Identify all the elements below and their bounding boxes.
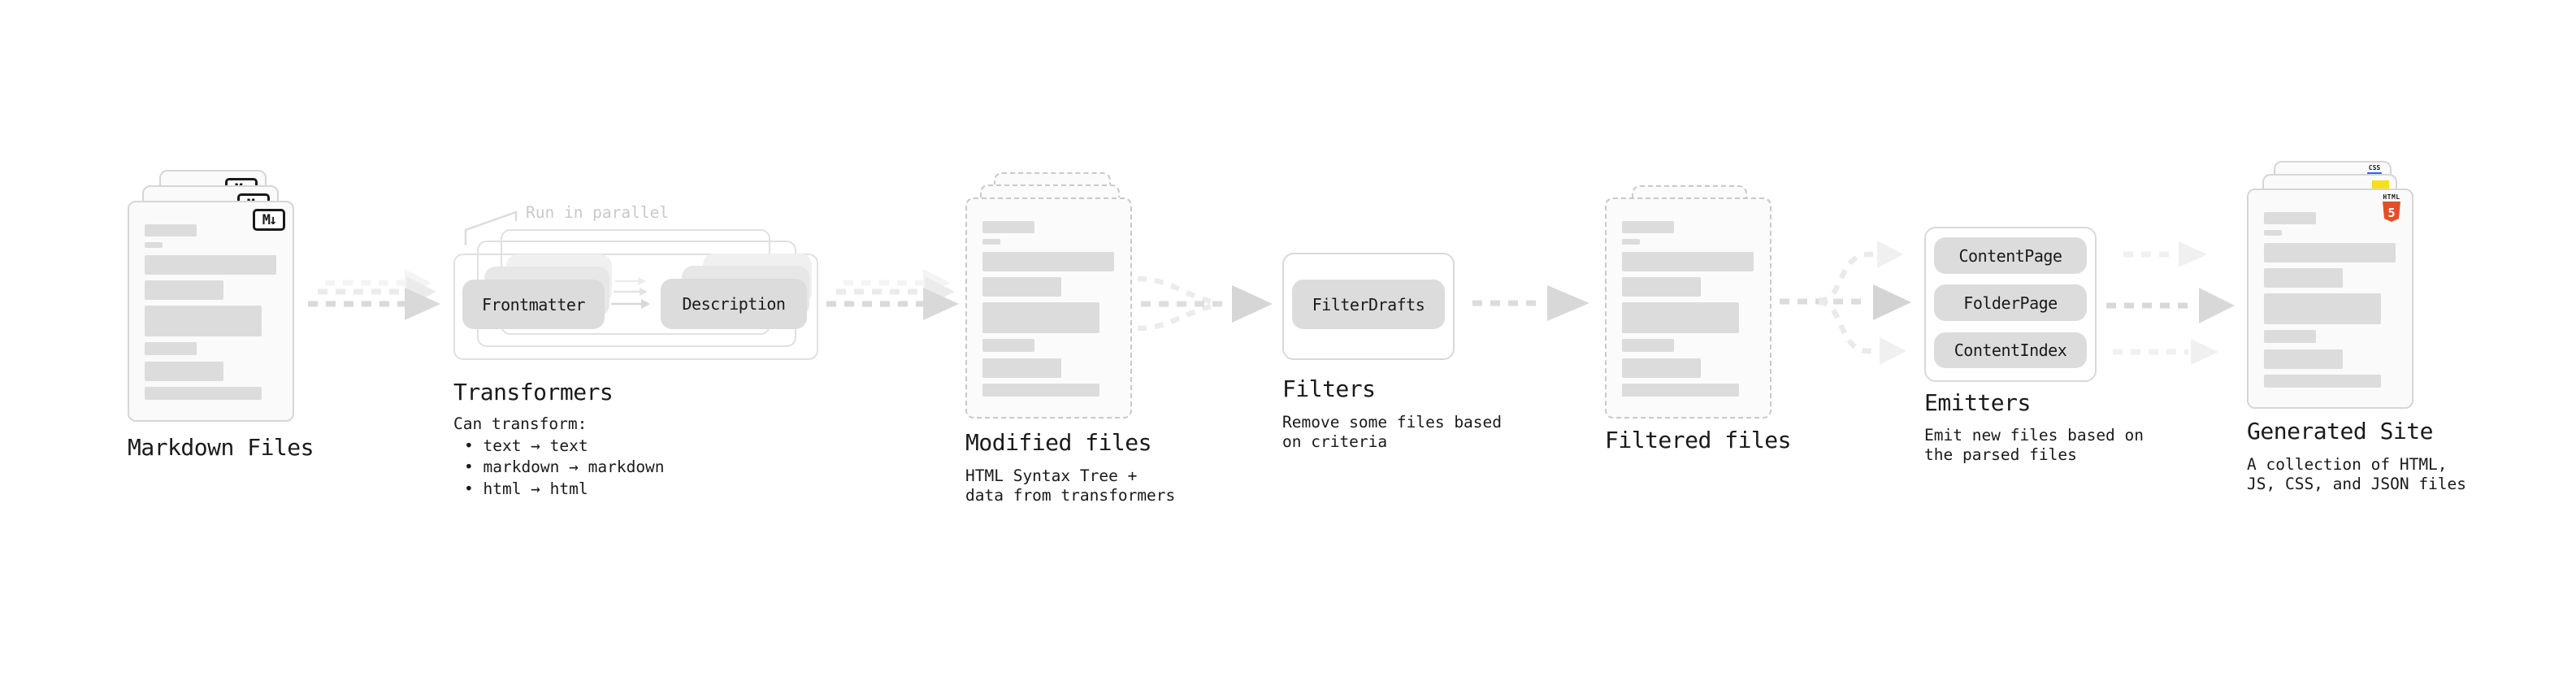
markdown-files-title: Markdown Files (128, 434, 314, 461)
placeholder-bar (982, 239, 1000, 245)
placeholder-bar (982, 252, 1114, 271)
placeholder-bar (982, 384, 1099, 397)
transformer-frame (453, 254, 818, 360)
placeholder-bar (982, 277, 1061, 297)
desc-line: Can transform: (453, 414, 588, 433)
bullet-line: • text → text (464, 436, 588, 455)
desc-line: Remove some files based (1282, 413, 1503, 432)
arrow-modified-to-filters (1137, 275, 1273, 332)
placeholder-bar (145, 342, 197, 355)
placeholder-bar (145, 242, 163, 248)
modified-file-card (965, 197, 1132, 419)
arrow-markdown-to-transformers (308, 269, 440, 320)
filtered-files-title: Filtered files (1605, 427, 1792, 453)
js-icon (2372, 180, 2389, 189)
generated-site-description: A collection of HTML, JS, CSS, and JSON … (2247, 455, 2466, 494)
html5-icon: HTML 5 (2383, 193, 2400, 222)
bullet-line: • markdown → markdown (464, 458, 665, 476)
placeholder-bar (982, 302, 1099, 333)
frontmatter-chip: Frontmatter (462, 280, 605, 329)
run-in-parallel-note: Run in parallel (526, 203, 670, 222)
contentpage-chip: ContentPage (1934, 237, 2087, 274)
contentindex-chip: ContentIndex (1934, 332, 2087, 368)
emitters-title: Emitters (1924, 389, 2031, 416)
placeholder-bar (2264, 375, 2381, 388)
html5-shield-icon: 5 (2383, 202, 2400, 222)
bullet-line: • html → html (464, 479, 588, 498)
transformers-title: Transformers (453, 379, 614, 406)
filters-description: Remove some files based on criteria (1282, 413, 1502, 452)
html5-icon-label: HTML (2383, 193, 2400, 201)
arrow-filtered-to-emitters (1780, 241, 1911, 365)
placeholder-bar (2264, 268, 2343, 288)
placeholder-bar (2264, 330, 2316, 343)
placeholder-bar (2264, 349, 2343, 369)
placeholder-bar (2264, 230, 2282, 236)
svg-text:5: 5 (2387, 206, 2395, 220)
desc-line: Emit new files based on (1924, 426, 2144, 445)
generated-site-title: Generated Site (2247, 418, 2434, 445)
placeholder-bar (982, 358, 1061, 378)
placeholder-bar (1622, 239, 1640, 245)
desc-line: JS, CSS, and JSON files (2247, 475, 2467, 493)
desc-line: the parsed files (1924, 445, 2077, 464)
placeholder-bar (982, 339, 1034, 352)
desc-line: A collection of HTML, (2247, 455, 2448, 474)
placeholder-bar (145, 362, 223, 381)
placeholder-bar (145, 387, 262, 400)
placeholder-bar (1622, 339, 1674, 352)
placeholder-bar (1622, 221, 1674, 233)
placeholder-bar (145, 255, 276, 275)
placeholder-bar (2264, 243, 2396, 262)
desc-line: data from transformers (965, 486, 1176, 505)
placeholder-bar (2264, 293, 2381, 324)
markdown-file-card: M↓ (128, 201, 294, 422)
desc-line: on criteria (1282, 432, 1388, 451)
description-chip: Description (661, 279, 807, 329)
placeholder-bar (982, 221, 1034, 233)
placeholder-bar (1622, 358, 1701, 378)
modified-files-title: Modified files (965, 429, 1152, 456)
arrow-transformers-to-modified (826, 269, 959, 320)
filtered-file-card (1605, 197, 1772, 419)
transformers-description: Can transform: • text → text • markdown … (453, 414, 665, 500)
desc-line: HTML Syntax Tree + (965, 466, 1138, 485)
filterdrafts-chip: FilterDrafts (1292, 280, 1445, 329)
placeholder-bar (145, 306, 262, 336)
placeholder-bar (1622, 302, 1739, 333)
placeholder-bar (145, 224, 197, 236)
arrow-emitters-to-generated (2106, 241, 2235, 365)
placeholder-bar (2264, 212, 2316, 224)
placeholder-bar (1622, 384, 1739, 397)
css-icon-label: CSS (2368, 164, 2381, 171)
markdown-icon: M↓ (253, 209, 285, 231)
modified-files-description: HTML Syntax Tree + data from transformer… (965, 466, 1175, 505)
placeholder-bar (145, 280, 223, 300)
filters-title: Filters (1282, 375, 1376, 402)
placeholder-bar (1622, 277, 1701, 297)
generated-site-card: HTML 5 (2247, 189, 2413, 409)
folderpage-chip: FolderPage (1934, 284, 2087, 321)
arrow-filters-to-filtered (1472, 285, 1589, 321)
placeholder-bar (1622, 252, 1754, 271)
emitters-description: Emit new files based on the parsed files (1924, 426, 2144, 465)
